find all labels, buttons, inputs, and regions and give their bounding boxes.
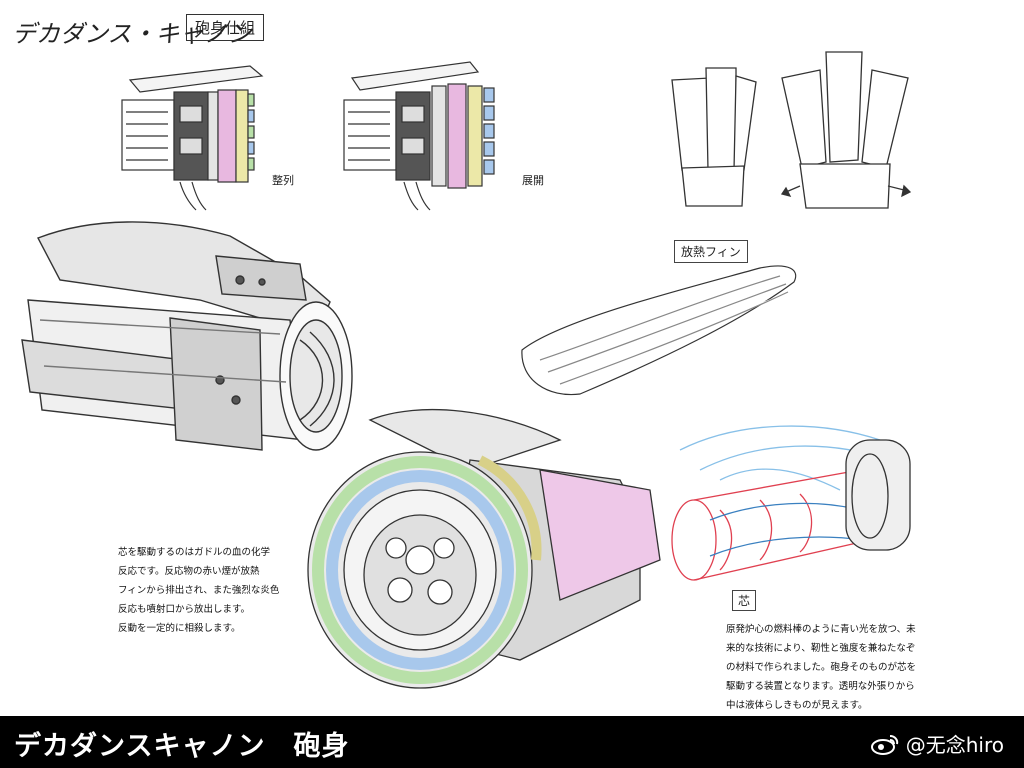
fins-opened (780, 51, 912, 209)
barrel-sketch-color (307, 408, 661, 689)
sheet-title: デカダンス・キャノン (12, 20, 252, 48)
note-left: 芯を駆動するのはガドルの血の化学 反応です。反応物の赤い煙が放熱 フィンから排出… (118, 547, 280, 634)
label-opened: 展開 (522, 174, 544, 187)
sheet-tag: 砲身仕組 (186, 14, 265, 41)
weibo-icon (870, 734, 898, 755)
cross-section-opened (343, 61, 495, 211)
label-closed: 整列 (272, 174, 294, 187)
footer-title: デカダンスキャノン 砲身 (14, 731, 350, 762)
single-fin (521, 265, 797, 396)
watermark: @无念hiro (870, 729, 1004, 758)
fins-closed (671, 67, 757, 207)
label-fins: 放熱フィン (674, 240, 748, 263)
watermark-text: @无念hiro (905, 733, 1004, 757)
cross-section-closed (121, 65, 264, 211)
note-right: 原発炉心の燃料棒のように青い光を放つ、未 来的な技術により、靭性と強度を兼ねたな… (726, 624, 917, 711)
sketch-canvas (21, 51, 912, 689)
barrel-sketch-gray (21, 221, 353, 451)
footer-bar: デカダンスキャノン 砲身 @无念hiro (0, 716, 1024, 768)
barrel-sketch-transparent (671, 425, 911, 581)
label-core: 芯 (732, 590, 757, 611)
